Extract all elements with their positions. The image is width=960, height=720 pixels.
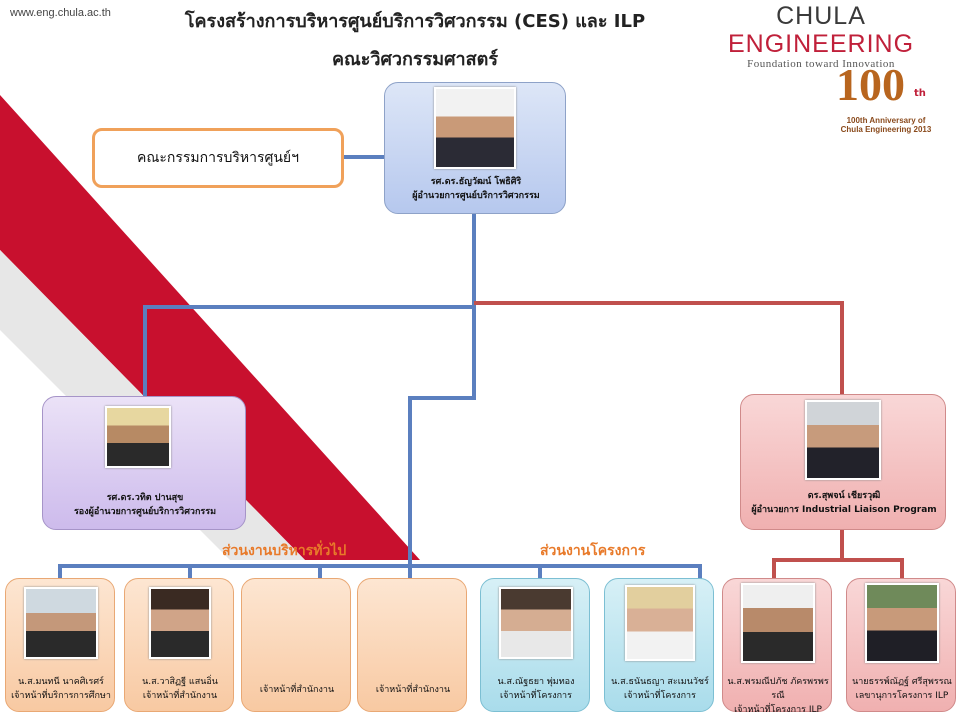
anniversary-caption: 100th Anniversary of Chula Engineering 2… <box>828 116 944 134</box>
staff-photo <box>741 583 815 663</box>
staff-photo <box>24 587 98 659</box>
staff-label: น.ส.ณัฐธยา พุ่มทอง เจ้าหน้าที่โครงการ <box>481 675 591 703</box>
staff-label: เจ้าหน้าที่สำนักงาน <box>242 683 352 697</box>
director-name: รศ.ดร.ธัญวัฒน์ โพธิศิริ <box>430 177 522 187</box>
staff-label: น.ส.วาสิฏฐี แสนอิ่น เจ้าหน้าที่สำนักงาน <box>125 675 235 703</box>
director-label: รศ.ดร.ธัญวัฒน์ โพธิศิริ ผู้อำนวยการศูนย์… <box>385 175 567 203</box>
staff-name: น.ส.ธนันธญา สะเมนวัชร์ <box>611 677 709 687</box>
director-photo <box>434 87 516 169</box>
staff-card: นายธรรพ์ณัฏฐ์ ศรีสุพรรณ เลขานุการโครงการ… <box>846 578 956 712</box>
anniversary-caption-line2: Chula Engineering 2013 <box>840 125 932 134</box>
staff-label: เจ้าหน้าที่สำนักงาน <box>358 683 468 697</box>
staff-photo <box>499 587 573 659</box>
section-admin: ส่วนงานบริหารทั่วไป <box>222 543 347 559</box>
staff-role: เจ้าหน้าที่โครงการ <box>624 691 696 701</box>
deputy-photo <box>105 406 171 468</box>
staff-photo <box>149 587 211 659</box>
staff-role: เจ้าหน้าที่โครงการ ILP <box>734 705 822 715</box>
staff-role: เจ้าหน้าที่สำนักงาน <box>259 685 335 695</box>
deputy-label: รศ.ดร.วทิต ปานสุข รองผู้อำนวยการศูนย์บริ… <box>43 491 247 519</box>
ilp-director-photo <box>805 400 881 480</box>
staff-label: น.ส.พรมณีปภัช ภัครพรพรรณี เจ้าหน้าที่โคร… <box>723 675 833 717</box>
anniversary-number: 100 <box>836 59 905 110</box>
director-role: ผู้อำนวยการศูนย์บริการวิศวกรรม <box>412 191 540 201</box>
staff-name: น.ส.ณัฐธยา พุ่มทอง <box>497 677 575 687</box>
staff-label: น.ส.มนทนี นาคศิเรศร์ เจ้าหน้าที่บริการกา… <box>6 675 116 703</box>
staff-photo <box>625 585 695 661</box>
staff-name: น.ส.วาสิฏฐี แสนอิ่น <box>142 677 218 687</box>
staff-name: น.ส.พรมณีปภัช ภัครพรพรรณี <box>727 677 829 701</box>
ilp-director-role: ผู้อำนวยการ Industrial Liaison Program <box>751 505 937 515</box>
page-subtitle: คณะวิศวกรรมศาสตร์ <box>331 49 499 70</box>
staff-role: เจ้าหน้าที่บริการการศึกษา <box>11 691 111 701</box>
ilp-director-name: ดร.สุพจน์ เชียรวุฒิ <box>807 491 881 501</box>
section-projects: ส่วนงานโครงการ <box>540 543 646 559</box>
ilp-director-card: ดร.สุพจน์ เชียรวุฒิ ผู้อำนวยการ Industri… <box>740 394 946 530</box>
deputy-role: รองผู้อำนวยการศูนย์บริการวิศวกรรม <box>73 507 217 517</box>
chula-engineering-logo: CHULA ENGINEERING Foundation toward Inno… <box>686 2 956 70</box>
logo-word-engineering: ENGINEERING <box>727 30 915 58</box>
staff-card: น.ส.ธนันธญา สะเมนวัชร์ เจ้าหน้าที่โครงกา… <box>604 578 714 712</box>
staff-card: เจ้าหน้าที่สำนักงาน <box>357 578 467 712</box>
staff-role: เจ้าหน้าที่สำนักงาน <box>142 691 218 701</box>
committee-box: คณะกรรมการบริหารศูนย์ฯ <box>92 128 344 188</box>
anniversary-logo: 100 th 100th Anniversary of Chula Engine… <box>828 58 944 134</box>
anniversary-caption-line1: 100th Anniversary of <box>846 116 926 125</box>
staff-card: น.ส.ณัฐธยา พุ่มทอง เจ้าหน้าที่โครงการ <box>480 578 590 712</box>
staff-role: เลขานุการโครงการ ILP <box>855 691 949 701</box>
page-title: โครงสร้างการบริหารศูนย์บริการวิศวกรรม (C… <box>184 11 646 32</box>
staff-role: เจ้าหน้าที่โครงการ <box>500 691 572 701</box>
staff-label: น.ส.ธนันธญา สะเมนวัชร์ เจ้าหน้าที่โครงกา… <box>605 675 715 703</box>
staff-role: เจ้าหน้าที่สำนักงาน <box>375 685 451 695</box>
deputy-card: รศ.ดร.วทิต ปานสุข รองผู้อำนวยการศูนย์บริ… <box>42 396 246 530</box>
ilp-director-label: ดร.สุพจน์ เชียรวุฒิ ผู้อำนวยการ Industri… <box>741 489 947 517</box>
logo-word-chula: CHULA <box>776 2 866 30</box>
anniversary-suffix: th <box>914 88 926 99</box>
director-card: รศ.ดร.ธัญวัฒน์ โพธิศิริ ผู้อำนวยการศูนย์… <box>384 82 566 214</box>
staff-card: น.ส.วาสิฏฐี แสนอิ่น เจ้าหน้าที่สำนักงาน <box>124 578 234 712</box>
staff-name: นายธรรพ์ณัฏฐ์ ศรีสุพรรณ <box>852 677 952 687</box>
staff-label: นายธรรพ์ณัฏฐ์ ศรีสุพรรณ เลขานุการโครงการ… <box>847 675 957 703</box>
staff-photo <box>865 583 939 663</box>
staff-card: เจ้าหน้าที่สำนักงาน <box>241 578 351 712</box>
website-url[interactable]: www.eng.chula.ac.th <box>10 7 111 19</box>
staff-card: น.ส.มนทนี นาคศิเรศร์ เจ้าหน้าที่บริการกา… <box>5 578 115 712</box>
staff-name: น.ส.มนทนี นาคศิเรศร์ <box>18 677 104 687</box>
logo-tagline: Foundation toward Innovation <box>747 58 895 70</box>
deputy-name: รศ.ดร.วทิต ปานสุข <box>106 493 184 503</box>
staff-card: น.ส.พรมณีปภัช ภัครพรพรรณี เจ้าหน้าที่โคร… <box>722 578 832 715</box>
